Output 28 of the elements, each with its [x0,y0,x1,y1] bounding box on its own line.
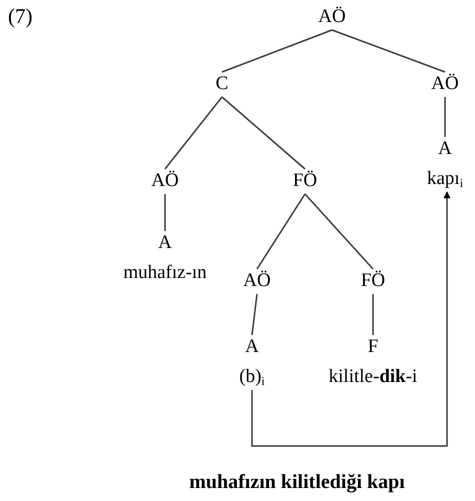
category-label: A [438,138,452,160]
category-label: C [216,73,228,95]
category-label: FÖ [360,270,386,292]
tree-branch [256,194,306,270]
tree-branch [304,194,374,270]
tree-branch [222,29,332,73]
word-label: kilitle-dik-i [328,366,418,388]
category-label: AÖ [431,73,459,95]
tree-branch [251,294,258,336]
word-label: (b)$_{i}$ [239,366,265,388]
word-label: muhafız-ın [123,262,207,284]
caption: muhafızın kilitlediği kapı [189,470,405,494]
example-number: (7) [8,4,32,28]
tree-branch [222,96,306,170]
tree-branch [164,194,166,231]
tree-branch [372,294,374,335]
word-label: kapı$_{i}$ [426,168,464,190]
category-label: A [158,232,172,254]
tree-branch [164,96,223,170]
tree-branch [444,97,446,137]
category-label: AÖ [243,270,271,292]
category-label: A [245,336,259,358]
arrow [251,191,450,447]
tree-branch [332,29,446,73]
category-label: AÖ [151,170,179,192]
category-label: FÖ [292,170,318,192]
category-label: AÖ [318,6,346,28]
category-label: F [368,336,378,358]
